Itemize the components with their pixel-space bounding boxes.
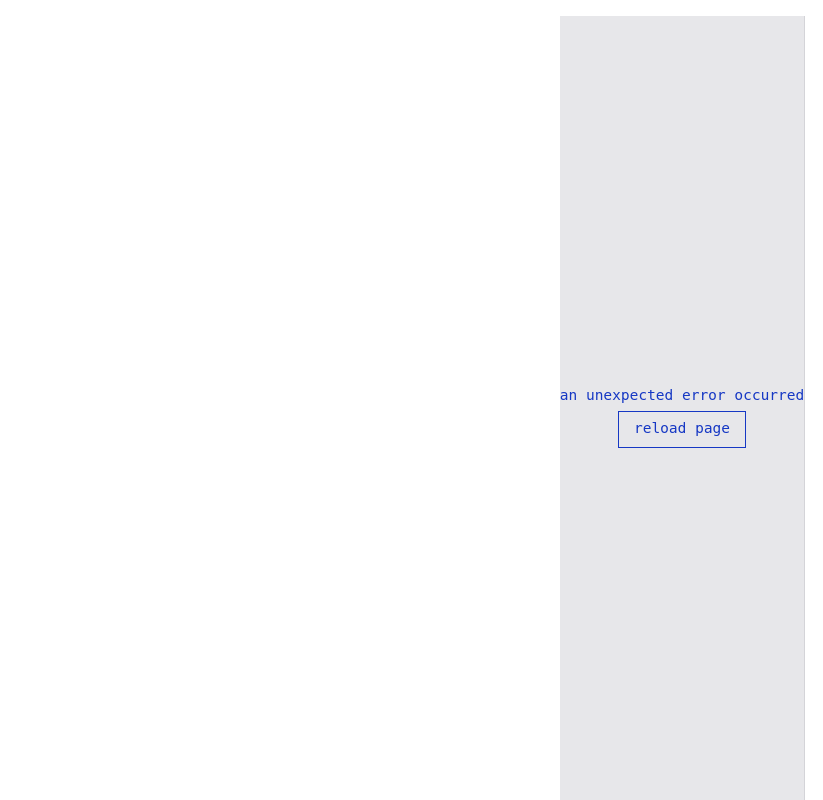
side-panel: an unexpected error occurred reload page: [560, 16, 805, 800]
reload-page-button[interactable]: reload page: [617, 411, 747, 448]
error-block: an unexpected error occurred reload page: [560, 387, 804, 448]
error-message: an unexpected error occurred: [559, 388, 805, 404]
